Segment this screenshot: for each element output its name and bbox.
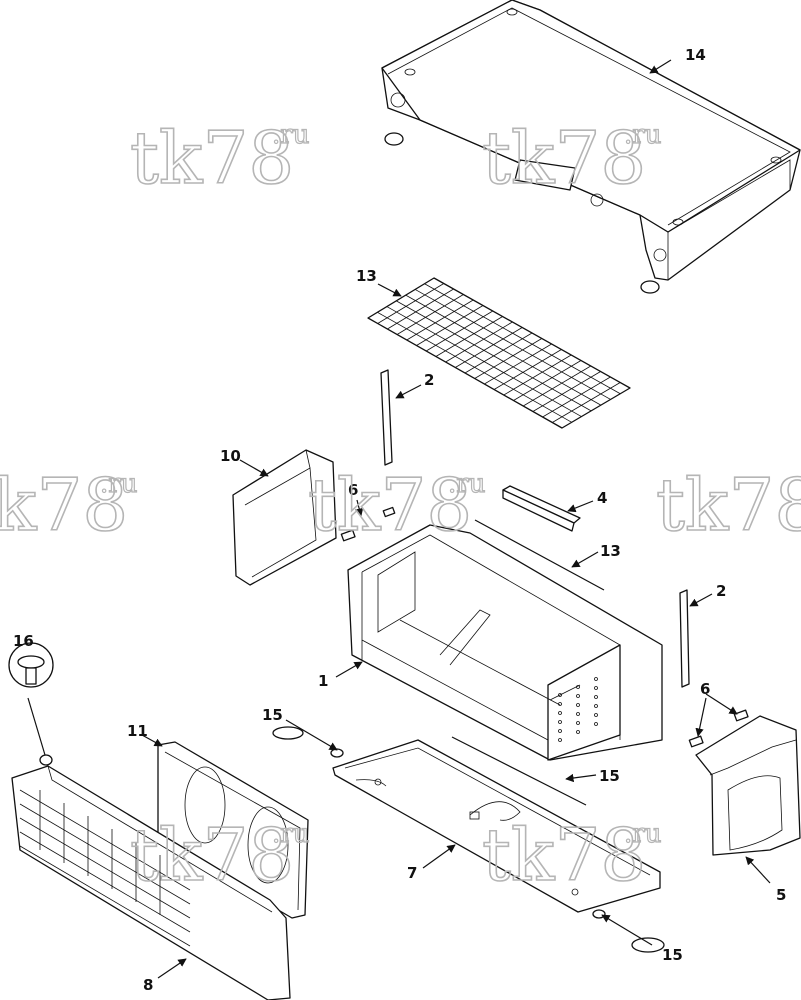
callout-16: 16 bbox=[13, 632, 34, 650]
callout-13-upper: 13 bbox=[600, 542, 621, 560]
callout-6-left: 6 bbox=[348, 481, 358, 499]
watermark-suffix: .ru bbox=[272, 120, 309, 150]
callout-6-right: 6 bbox=[700, 680, 710, 698]
callout-15-lower: 15 bbox=[662, 946, 683, 964]
callout-11: 13 bbox=[356, 267, 377, 285]
callout-5: 5 bbox=[776, 886, 786, 904]
watermark-text: tk78 bbox=[0, 463, 128, 547]
part-2-strip-right bbox=[679, 589, 690, 688]
callout-2-right: 2 bbox=[716, 582, 726, 600]
watermark-text: tk78 bbox=[482, 116, 646, 200]
part-8-front-grille bbox=[11, 765, 291, 1000]
part-6-fastener-right bbox=[688, 709, 749, 748]
watermark-suffix: .ru bbox=[272, 819, 309, 849]
part-2-strip-left bbox=[380, 369, 393, 466]
part-16-push-rivet bbox=[8, 642, 54, 766]
part-14-top-cover bbox=[381, 0, 801, 294]
part-13-rod-lower bbox=[451, 736, 587, 806]
callout-7: 7 bbox=[407, 864, 417, 882]
watermark-suffix: .ru bbox=[624, 120, 661, 150]
watermark-text: tk78 bbox=[130, 813, 294, 897]
callouts: 14 13 2 10 6 4 13 2 1 6 15 11 15 16 5 7 … bbox=[13, 46, 786, 994]
callout-2-upper: 2 bbox=[424, 371, 434, 389]
part-13-rod-upper bbox=[474, 519, 605, 591]
watermark-text: tk78 bbox=[130, 116, 294, 200]
part-10-side-cover bbox=[232, 449, 337, 586]
watermark-text: tk78 bbox=[656, 463, 801, 547]
watermark-suffix: .ru bbox=[448, 469, 485, 499]
callout-8: 8 bbox=[143, 976, 153, 994]
part-15-clip-lower bbox=[592, 909, 665, 953]
leader-lines bbox=[27, 59, 771, 979]
watermark-text: tk78 bbox=[308, 463, 472, 547]
watermarks: tk78 .ru tk78 .ru tk78 .ru tk78 .ru tk78… bbox=[0, 115, 801, 898]
part-11-wire-grid bbox=[367, 277, 631, 429]
part-15-clip-upper bbox=[272, 726, 344, 758]
callout-13-lower: 15 bbox=[599, 767, 620, 785]
callout-9: 11 bbox=[127, 722, 148, 740]
callout-14: 14 bbox=[685, 46, 706, 64]
watermark-text: tk78 bbox=[482, 813, 646, 897]
part-7-bottom-tray bbox=[332, 739, 661, 913]
callout-10: 10 bbox=[220, 447, 241, 465]
callout-15-upper: 15 bbox=[262, 706, 283, 724]
part-5-side-panel bbox=[695, 715, 801, 856]
callout-4: 4 bbox=[597, 489, 607, 507]
watermark-suffix: .ru bbox=[100, 469, 137, 499]
part-1-main-frame bbox=[347, 524, 663, 761]
part-4-bracket bbox=[502, 485, 581, 532]
part-6-fastener-left bbox=[340, 506, 396, 542]
callout-1: 1 bbox=[318, 672, 328, 690]
watermark-suffix: .ru bbox=[624, 819, 661, 849]
